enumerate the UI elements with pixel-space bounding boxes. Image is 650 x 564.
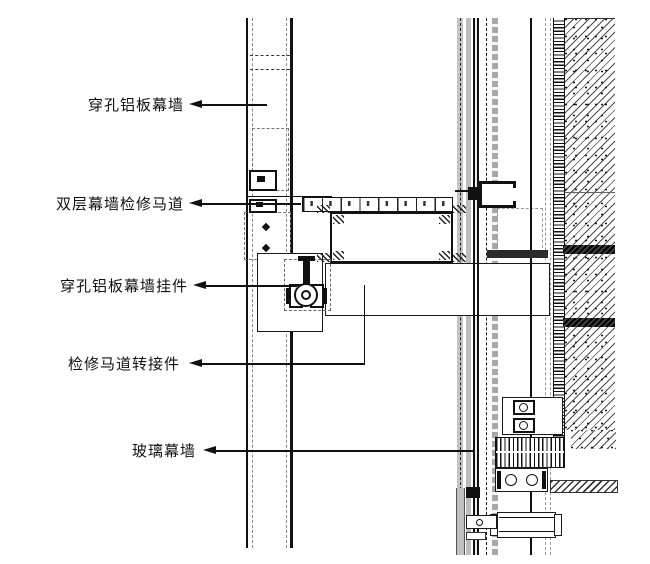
mullion-bracket-lower <box>249 199 277 213</box>
bolt-lug-left <box>286 288 291 304</box>
arrowhead-icon <box>189 199 202 207</box>
slab-edge-hatch-strip <box>550 480 618 493</box>
bottom-connector-bolt <box>476 518 483 526</box>
corner-gusset <box>439 215 450 224</box>
seal-band <box>487 250 548 258</box>
frame-flange <box>317 253 330 262</box>
channel-cap-left <box>497 471 501 489</box>
concrete-wall-hatch-step <box>571 430 616 449</box>
label-perforated-aluminum-curtain-wall: 穿孔铝板幕墙 <box>87 97 184 114</box>
bolt-lug-right <box>322 288 327 304</box>
channel-cap-right <box>542 471 546 489</box>
bolt-washer-circle <box>294 283 318 307</box>
frame-flange <box>453 205 466 213</box>
channel-bolt-circle <box>526 474 538 486</box>
leader-line-5 <box>214 450 474 452</box>
glass-mullion-lines-over-beam <box>473 263 479 316</box>
arrowhead-icon <box>203 446 216 454</box>
bottom-clip <box>466 487 480 498</box>
catwalk-frame-box <box>330 212 453 263</box>
arrowhead-icon <box>189 100 202 108</box>
bolt-nut-circle <box>301 290 311 300</box>
frame-flange <box>453 253 466 262</box>
label-panel-hanger: 穿孔铝板幕墙挂件 <box>59 278 188 295</box>
aluminum-mullion-line-left <box>246 18 248 548</box>
hidden-fixing-outline <box>497 208 543 253</box>
channel-bolt-circle <box>505 474 517 486</box>
leader-line-4 <box>200 363 365 365</box>
anchor-bolt-circle <box>519 420 528 430</box>
catwalk-support-line <box>246 196 332 197</box>
glass-bottom-profile <box>456 488 465 555</box>
transom-cap-right <box>554 514 562 536</box>
leader-line-1 <box>200 104 267 106</box>
wall-joint-line <box>565 192 615 193</box>
corner-gusset <box>333 215 344 224</box>
bolt-head-cap <box>298 256 315 261</box>
frame-flange <box>317 205 330 213</box>
mullion-joint-dashed-bottom <box>250 69 290 70</box>
leader-line-2 <box>200 203 301 205</box>
transom-inner-line <box>499 517 554 519</box>
insulation-strip <box>553 18 565 467</box>
cavity-dashed-line <box>549 18 551 555</box>
leader-line-3 <box>204 285 297 287</box>
concrete-wall-hatch <box>565 18 615 430</box>
label-catwalk-adapter: 检修马道转接件 <box>67 356 180 373</box>
label-maintenance-catwalk: 双层幕墙检修马道 <box>55 196 184 213</box>
embed-plate <box>502 397 563 435</box>
anchor-bolt-circle <box>519 402 528 412</box>
glass-pane-line <box>529 18 532 555</box>
hatch-block-joint <box>496 451 564 453</box>
leader-line-4-vertical <box>363 285 366 364</box>
corner-gusset <box>333 251 344 260</box>
wall-dark-band <box>563 318 615 327</box>
anchor-tab <box>468 187 480 200</box>
bottom-shim <box>466 532 486 540</box>
arrowhead-icon <box>189 359 202 367</box>
anchor-bolt-unit <box>513 418 535 433</box>
mullion-joint-dashed-top <box>250 55 290 56</box>
wall-dark-band <box>563 245 615 254</box>
aluminum-mullion-dashed-left <box>252 18 253 548</box>
transom-profile <box>497 512 556 538</box>
catwalk-grating <box>302 197 453 212</box>
anchor-bracket-notch <box>508 188 517 201</box>
channel-profile <box>495 468 548 492</box>
arrowhead-icon <box>193 281 206 289</box>
bolt-shaft <box>303 256 310 298</box>
catwalk-adapter-beam <box>325 263 550 316</box>
anchor-bolt-unit <box>513 400 535 415</box>
label-glass-curtain-wall: 玻璃幕墙 <box>131 443 196 460</box>
corner-gusset <box>439 251 450 260</box>
anchor-pin-line <box>455 190 469 192</box>
transom-inner-line <box>499 531 554 533</box>
mullion-bracket-upper-tab <box>257 176 265 182</box>
